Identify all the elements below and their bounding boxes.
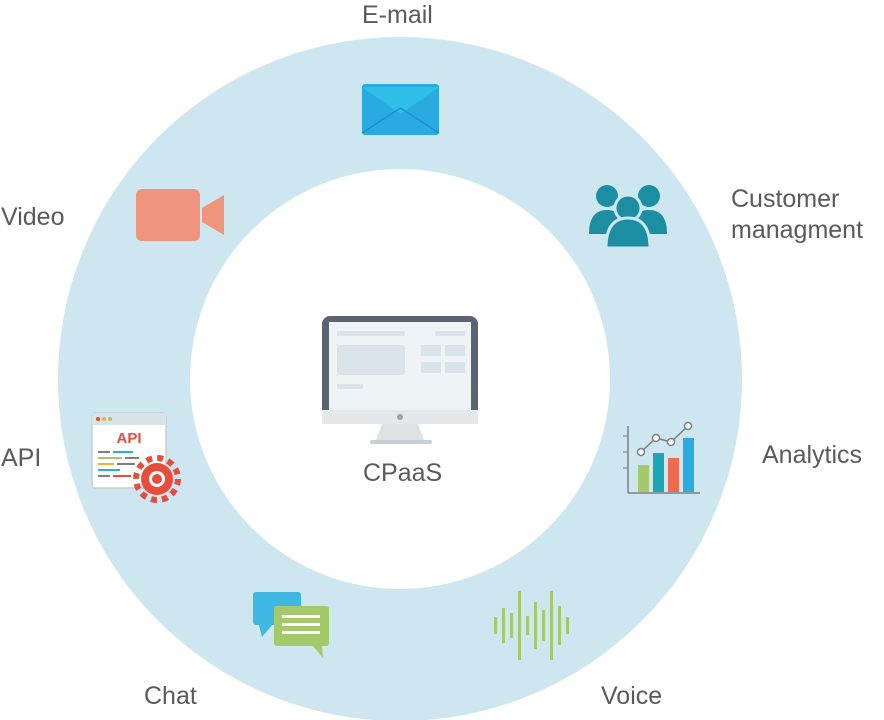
api-badge-text: API — [116, 430, 141, 447]
label-customer-managment: Customer managment — [731, 185, 864, 244]
bar-chart-icon — [623, 421, 700, 494]
label-chat: Chat — [144, 682, 197, 710]
label-email: E-mail — [362, 1, 433, 29]
api-gear-icon: API — [91, 412, 181, 503]
monitor-icon — [322, 316, 478, 444]
label-cpaas: CPaaS — [363, 459, 443, 487]
label-voice: Voice — [601, 682, 663, 710]
label-analytics: Analytics — [762, 441, 863, 469]
users-group-icon — [589, 185, 667, 250]
sound-wave-icon — [494, 591, 569, 660]
label-api: API — [1, 444, 42, 472]
video-camera-icon — [136, 189, 224, 241]
envelope-icon — [361, 84, 440, 135]
chat-bubbles-icon — [253, 592, 329, 658]
label-video: Video — [1, 203, 65, 231]
